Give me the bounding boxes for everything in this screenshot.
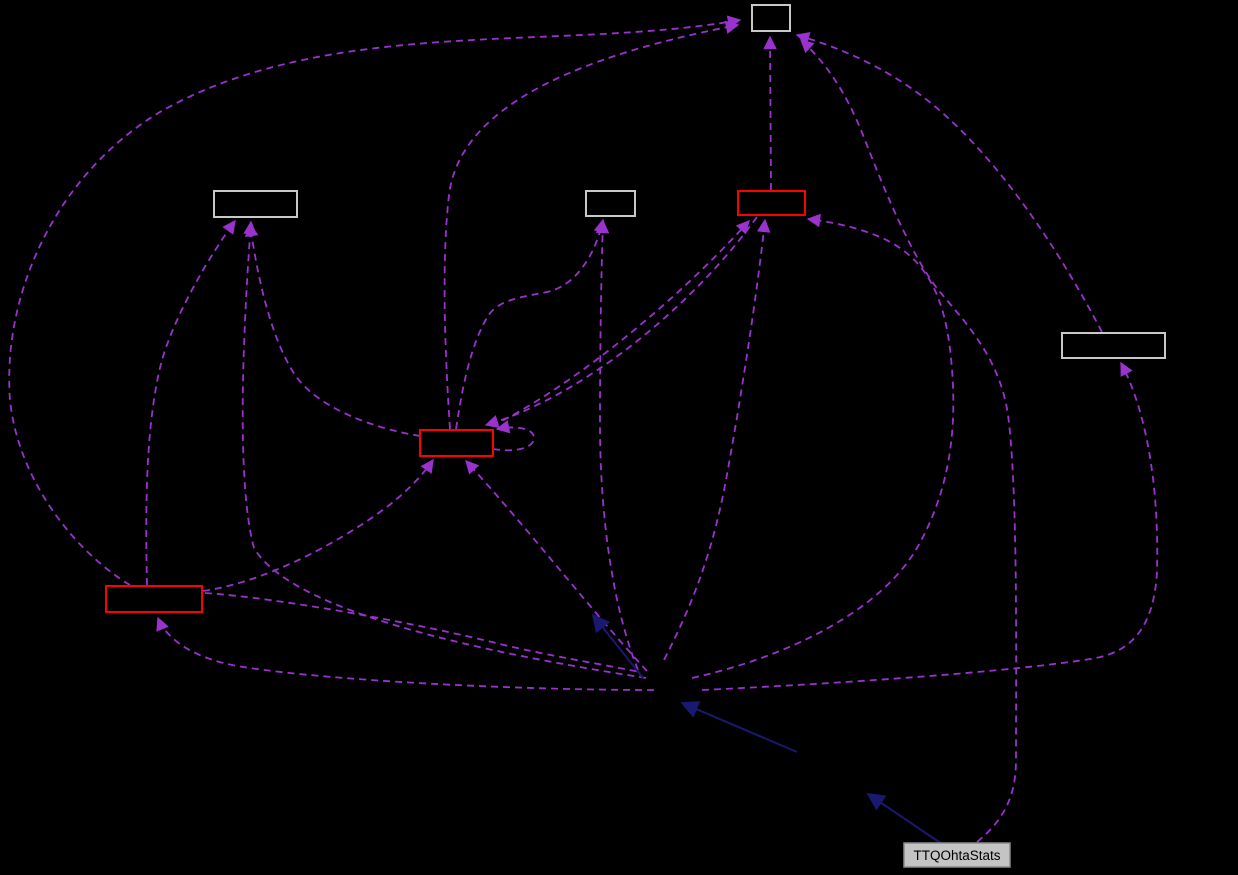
edge-inherit-hub-to-hidden <box>591 613 644 679</box>
edge-ttqohtastats-to-top <box>800 39 1018 843</box>
edge-hub-to-centerred <box>465 460 648 672</box>
node-center-white-box[interactable] <box>585 190 636 217</box>
node-center-red-box[interactable] <box>419 429 494 457</box>
edge-inherit-hidden-to-hub <box>680 701 798 753</box>
node-top-box[interactable] <box>751 4 791 32</box>
node-ttqohtastats-box[interactable]: TTQOhtaStats <box>903 842 1011 868</box>
edge-leftred-to-centerred <box>202 458 434 592</box>
node-left-red-box[interactable] <box>105 585 203 613</box>
edge-centerred-selfloop <box>492 420 535 452</box>
node-ttqohtastats-label: TTQOhtaStats <box>913 848 1000 863</box>
edge-hub-to-centerwhite <box>595 219 639 671</box>
edge-rightbox-to-top <box>795 31 1103 333</box>
edge-hub-to-rightbox <box>701 361 1159 691</box>
node-right-white-box[interactable] <box>1061 332 1166 359</box>
edge-inherit-ttqohtastats <box>866 792 943 845</box>
edge-leftred-to-leftwhite <box>145 219 236 586</box>
edge-hub-to-rightred-swing <box>691 213 955 679</box>
edge-rightred-to-top <box>763 35 777 191</box>
edge-hub-to-leftred <box>156 616 655 691</box>
edge-hub-to-leftred-upper <box>204 592 641 673</box>
node-left-white-box[interactable] <box>213 190 298 218</box>
edge-centerred-to-leftwhite <box>244 222 421 437</box>
node-right-red-box[interactable] <box>737 190 806 216</box>
edge-centerred-to-top <box>443 20 740 430</box>
edge-hub-to-rightred-mid <box>663 218 771 661</box>
edge-leftred-to-top <box>8 15 742 586</box>
edge-hub-to-leftwhite <box>241 220 647 679</box>
edge-rightred-to-centerred <box>484 216 758 429</box>
edge-centerred-to-centerwhite <box>455 218 607 430</box>
edge-centerred-to-rightred <box>491 219 750 427</box>
